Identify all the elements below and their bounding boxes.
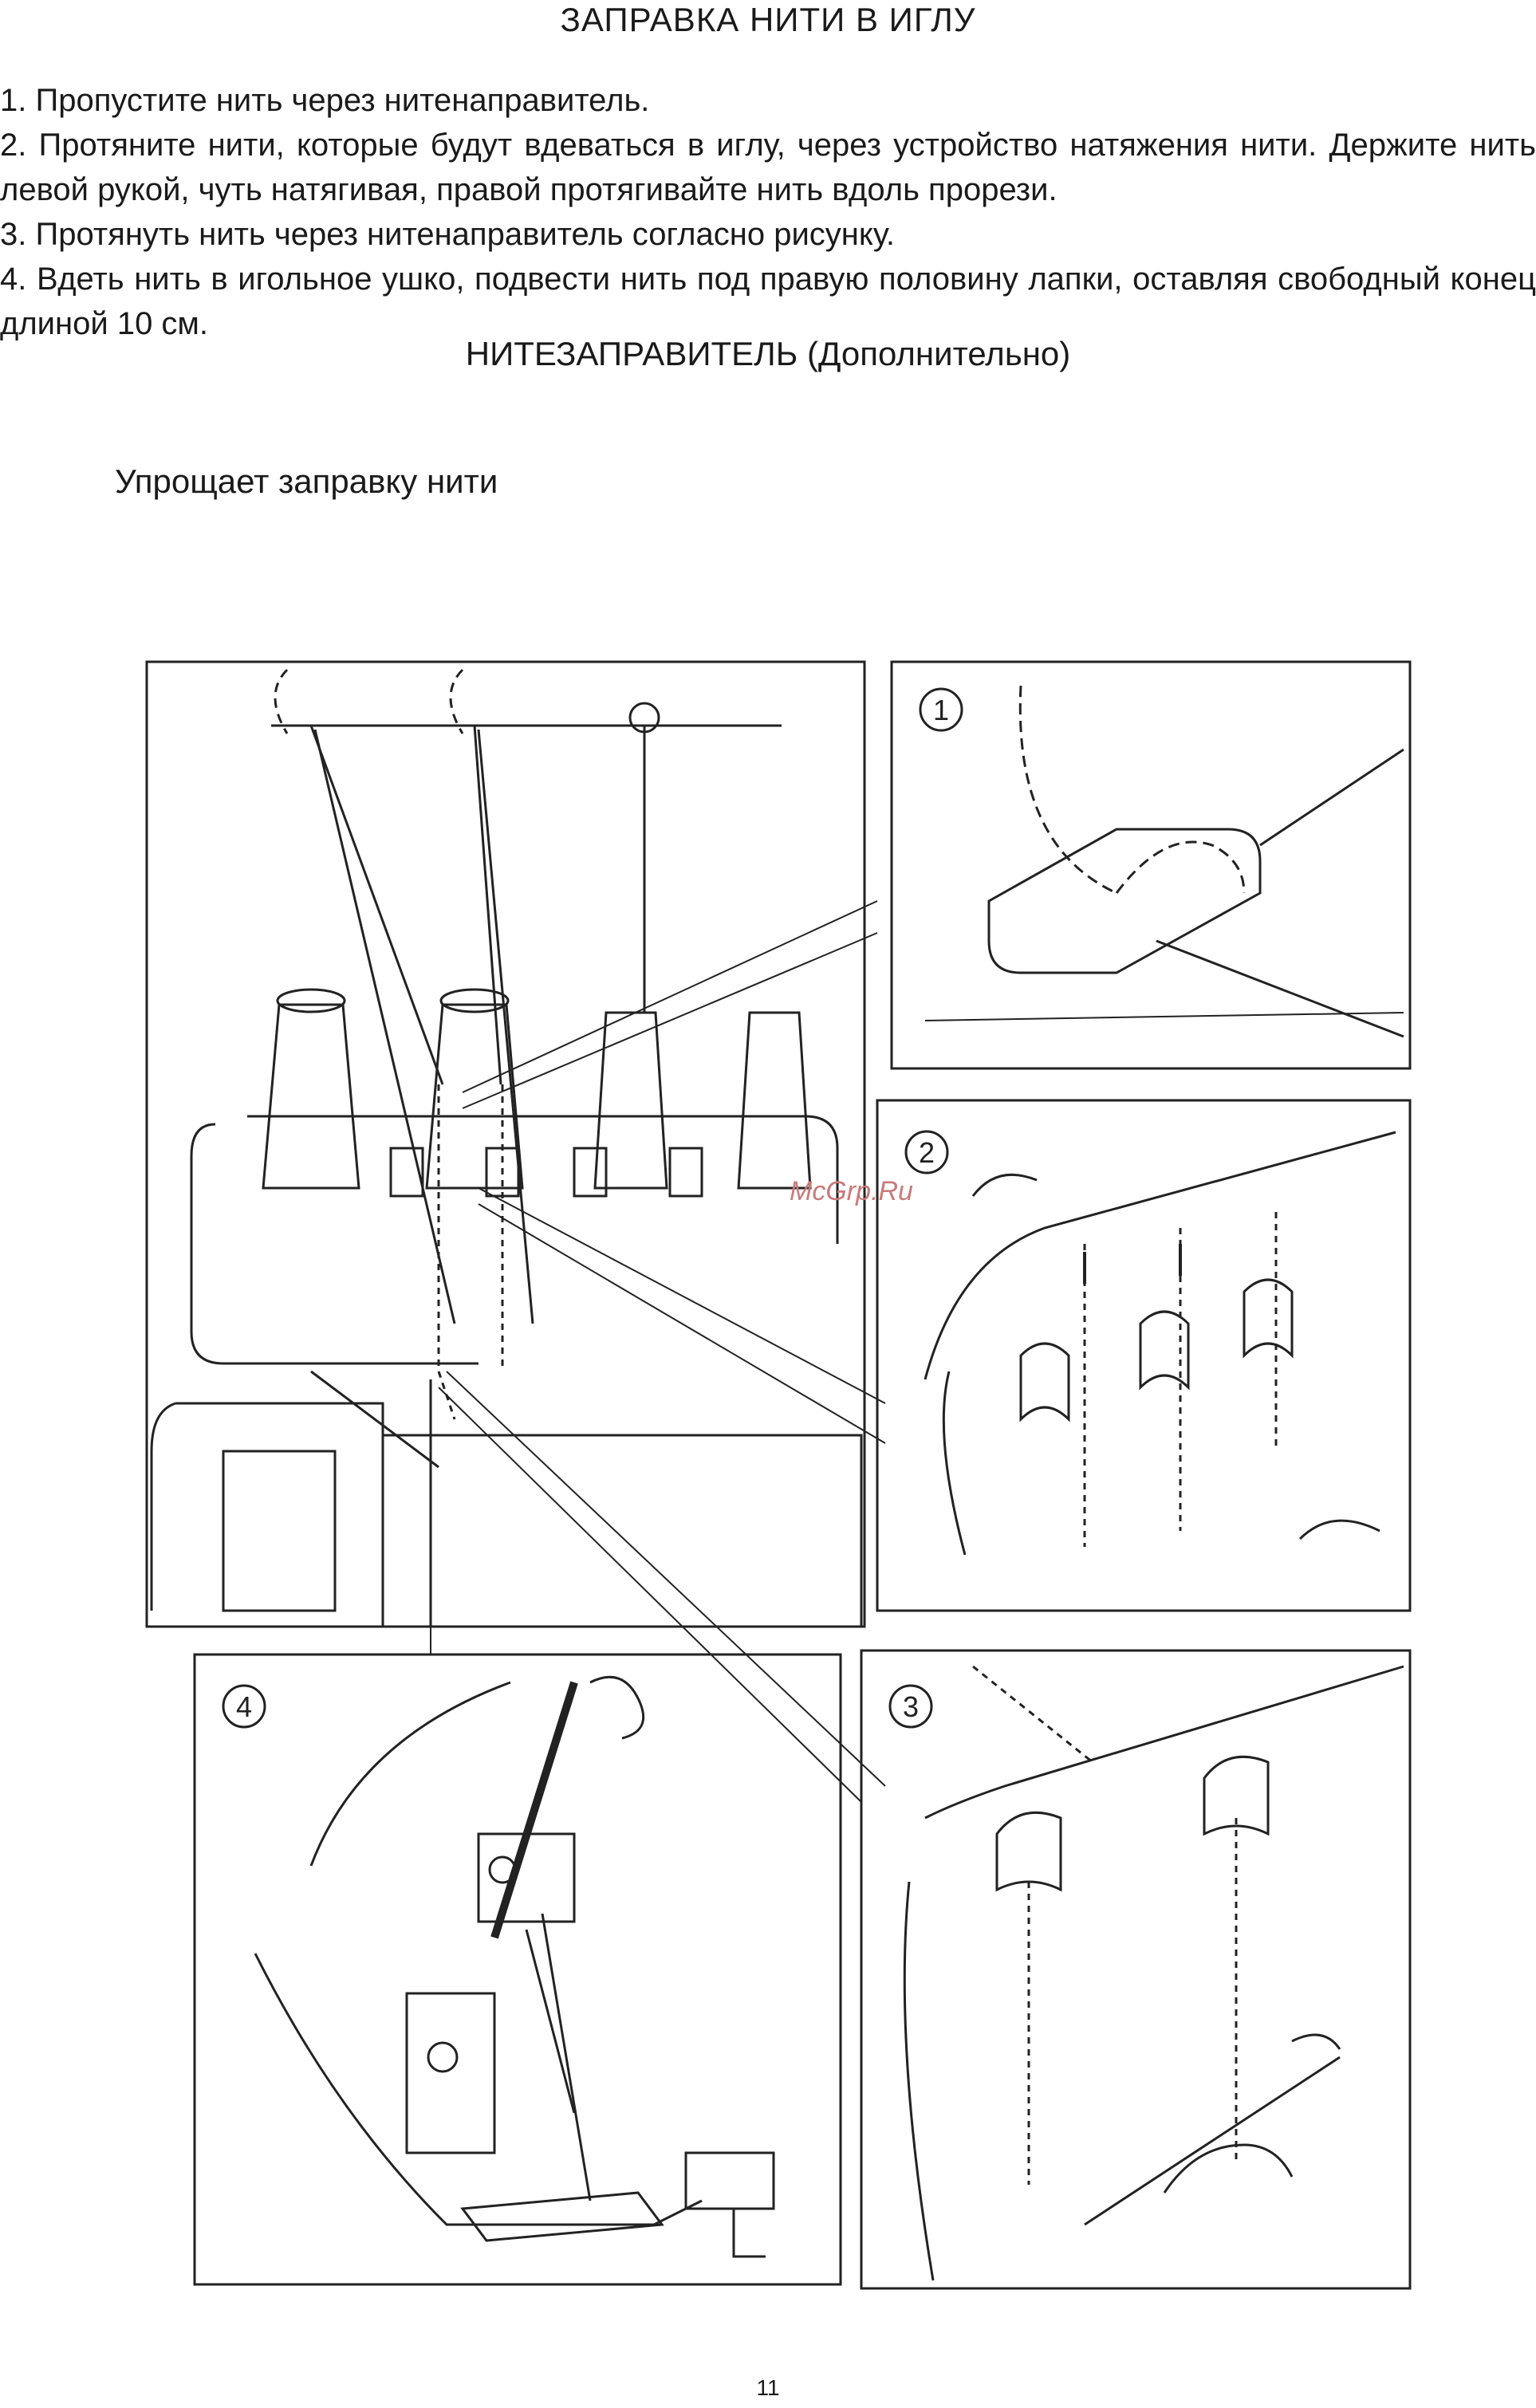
detail-panel-3: 3 (860, 1649, 1412, 2290)
callout-4-label: 4 (236, 1690, 252, 1723)
page-title: ЗАПРАВКА НИТИ В ИГЛУ (560, 1, 976, 38)
callout-2-label: 2 (919, 1136, 935, 1169)
section-subtitle: Упрощает заправку нити (115, 462, 498, 500)
instruction-step-4: 4. Вдеть нить в игольное ушко, подвести … (0, 262, 1536, 341)
instruction-step-1: 1. Пропустите нить через нитенаправитель… (0, 83, 650, 118)
detail-panel-1: 1 (890, 660, 1412, 1070)
section-title: НИТЕЗАПРАВИТЕЛЬ (Дополнительно) (465, 335, 1071, 372)
callout-1-label: 1 (933, 694, 949, 726)
callout-3-label: 3 (903, 1690, 919, 1723)
threading-illustration: 1 2 (128, 638, 1436, 2320)
main-machine-drawing (145, 660, 886, 1803)
watermark-text: McGrp.Ru (790, 1176, 913, 1206)
detail-panel-2: 2 (876, 1099, 1412, 1612)
instruction-list: 1. Пропустите нить через нитенаправитель… (0, 78, 1536, 346)
detail-panel-4: 4 (193, 1653, 842, 2286)
instruction-step-3: 3. Протянуть нить через нитенаправитель … (0, 217, 895, 252)
page-number: 11 (756, 2375, 780, 2400)
instruction-step-2: 2. Протяните нити, которые будут вдевать… (0, 128, 1536, 207)
